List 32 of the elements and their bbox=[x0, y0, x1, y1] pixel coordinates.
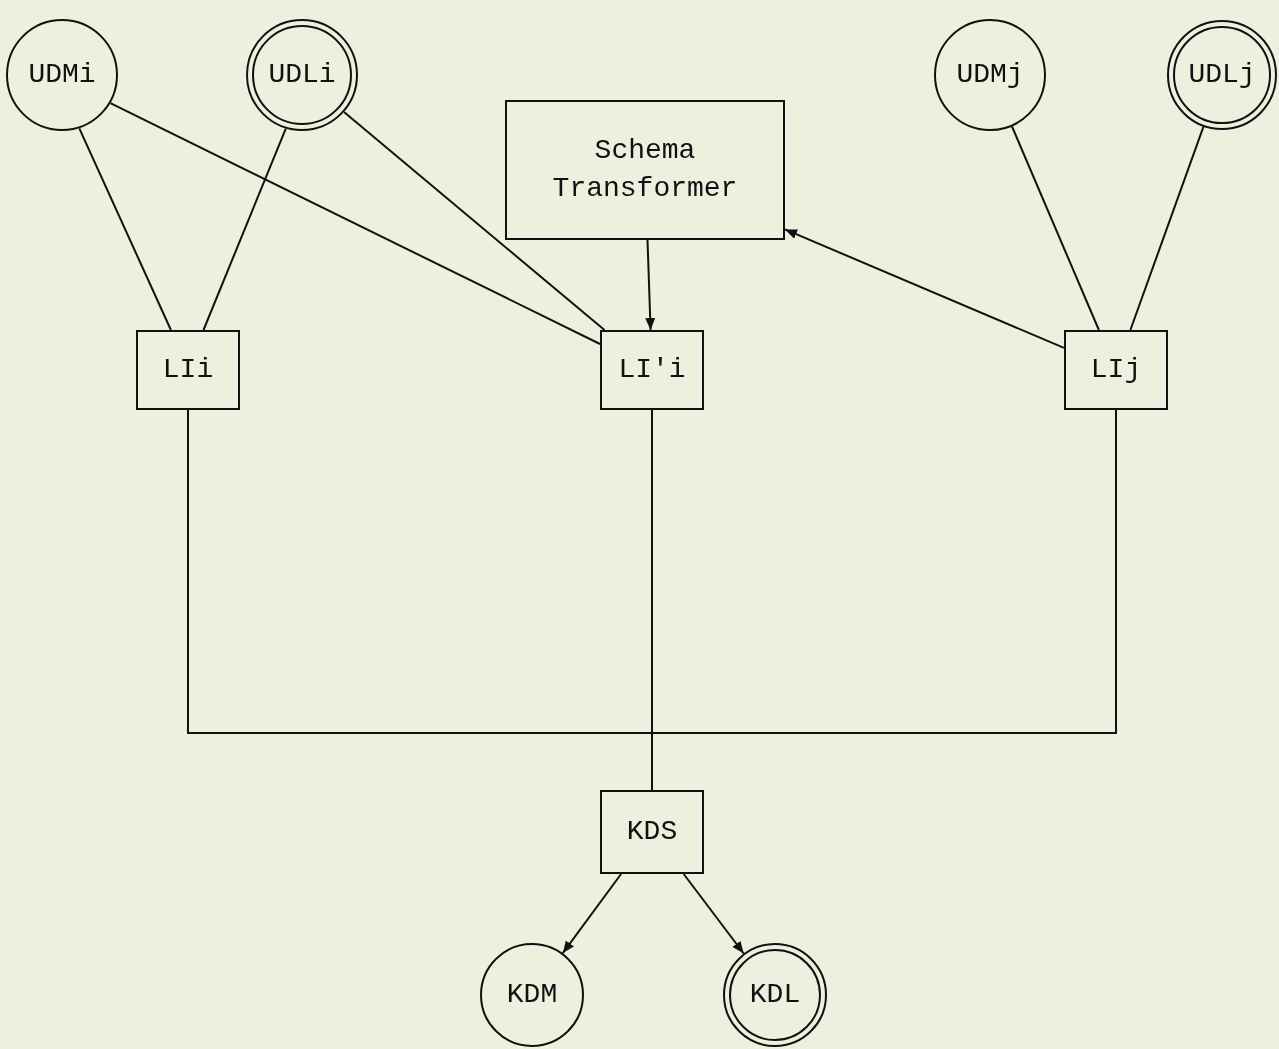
connector-line bbox=[343, 111, 606, 331]
connector-line bbox=[78, 127, 172, 331]
circle-node bbox=[480, 943, 584, 1047]
node-label: UDLi bbox=[267, 58, 337, 92]
double-circle-node bbox=[1167, 20, 1277, 130]
arrow bbox=[784, 228, 1065, 349]
node-label: Schema Transformer bbox=[551, 134, 739, 206]
connector-line bbox=[1129, 125, 1205, 331]
circle-node bbox=[6, 19, 118, 131]
node-label: KDM bbox=[505, 978, 559, 1012]
double-circle-node bbox=[723, 943, 827, 1047]
process-box bbox=[600, 790, 704, 874]
circle-node bbox=[934, 19, 1046, 131]
connector-line bbox=[202, 127, 287, 331]
node-label: UDLj bbox=[1187, 58, 1257, 92]
double-circle-node bbox=[246, 19, 358, 131]
node-label: LIi bbox=[161, 353, 215, 387]
node-label: LIj bbox=[1089, 353, 1143, 387]
connector-line bbox=[109, 102, 601, 345]
node-label: UDMj bbox=[955, 58, 1025, 92]
arrow bbox=[682, 873, 745, 955]
node-label: LI'i bbox=[617, 353, 687, 387]
node-label: KDS bbox=[625, 815, 679, 849]
process-box bbox=[136, 330, 240, 410]
arrow bbox=[561, 873, 623, 955]
node-label: KDL bbox=[748, 978, 802, 1012]
node-label: UDMi bbox=[27, 58, 97, 92]
arrow bbox=[645, 239, 656, 331]
connector-line bbox=[1011, 125, 1100, 331]
process-box bbox=[1064, 330, 1168, 410]
process-box bbox=[600, 330, 704, 410]
process-box bbox=[505, 100, 785, 240]
